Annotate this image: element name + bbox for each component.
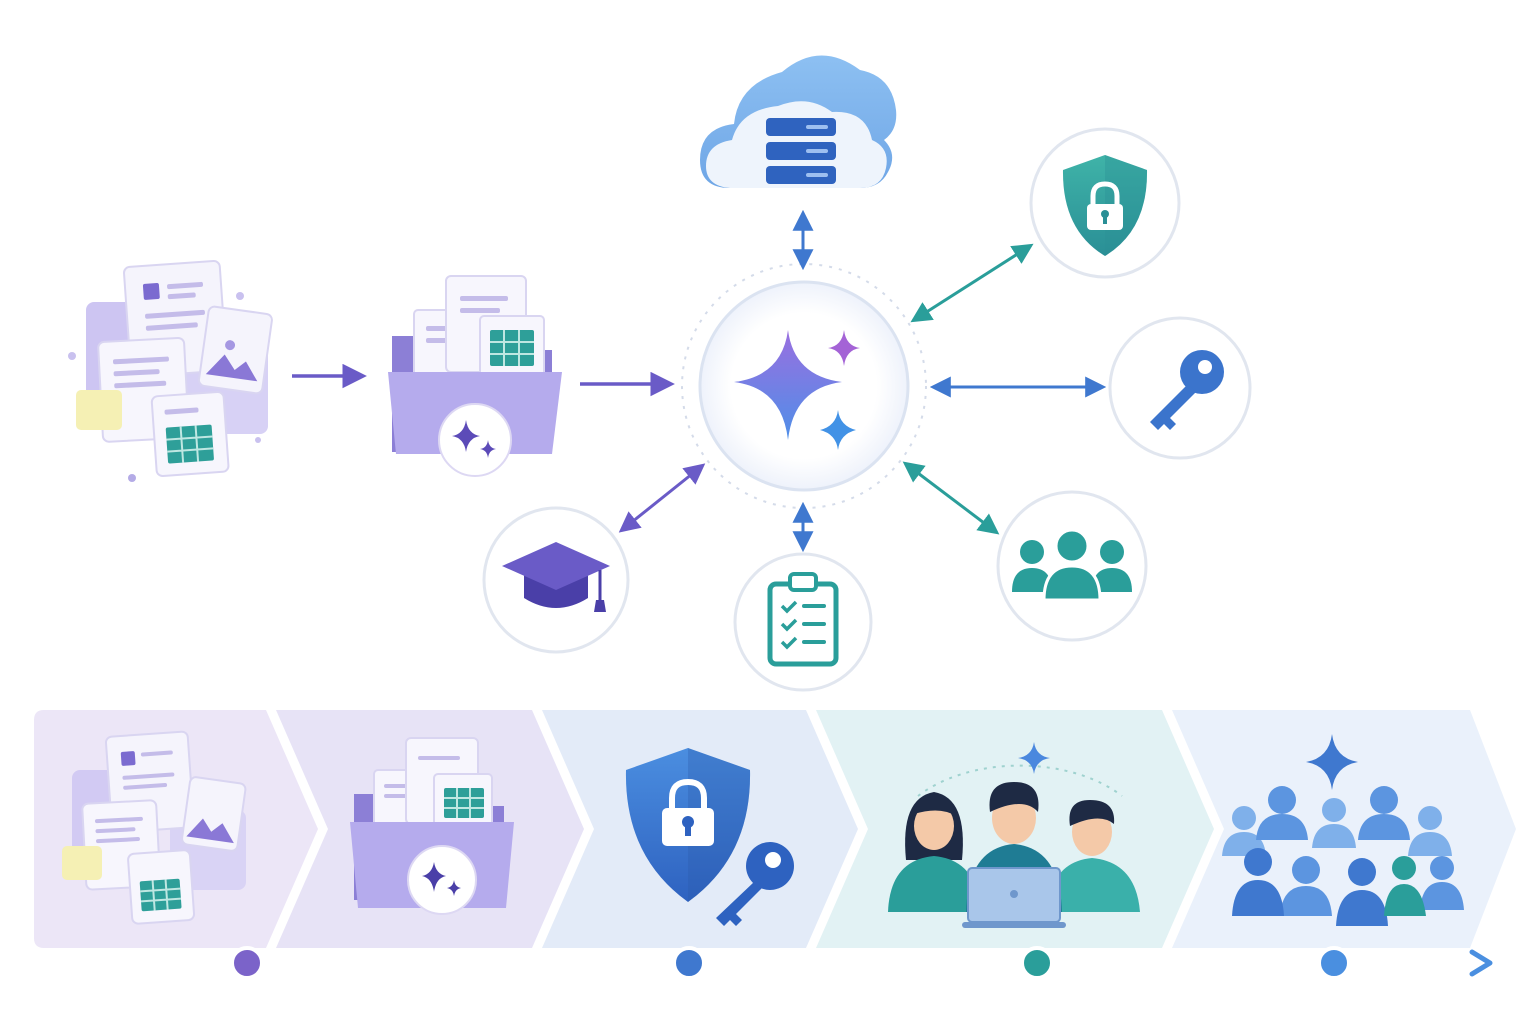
flow-documents — [68, 260, 273, 482]
link-hub-education — [618, 463, 706, 533]
shield-lock-icon — [1062, 155, 1148, 256]
ai-folder-icon — [388, 275, 562, 477]
satellite-team — [996, 490, 1148, 642]
satellite-clipboard — [733, 552, 873, 692]
satellite-education — [482, 506, 630, 654]
documents-stack-icon — [62, 730, 247, 925]
team-group-icon — [1012, 528, 1132, 602]
satellite-cloud-server — [700, 55, 897, 188]
flow-ai-folder — [388, 275, 562, 477]
timeline-milestone-1 — [230, 946, 264, 980]
graduation-cap-icon — [502, 542, 610, 612]
timeline-milestone-2 — [672, 946, 706, 980]
person-left — [888, 792, 980, 912]
ai-folder-icon — [350, 737, 514, 915]
satellite-key — [1108, 316, 1252, 460]
crowd-icon — [1222, 734, 1464, 926]
documents-stack-icon — [68, 260, 273, 482]
satellite-shield — [1029, 127, 1181, 279]
ai-sparkle-icon — [734, 330, 860, 450]
team-laptop-icon — [888, 742, 1140, 928]
timeline-milestone-4 — [1317, 946, 1351, 980]
ai-hub — [681, 263, 927, 509]
timeline — [30, 710, 1516, 980]
clipboard-checklist-icon — [767, 572, 839, 667]
key-icon — [1150, 350, 1224, 430]
link-hub-shield — [910, 243, 1034, 323]
shield-key-icon — [625, 748, 794, 926]
person-right — [1048, 800, 1140, 912]
cloud-server-icon — [700, 55, 897, 188]
timeline-milestone-3 — [1020, 946, 1054, 980]
link-hub-team — [902, 461, 1000, 535]
timeline-arrow-head — [1469, 949, 1493, 977]
